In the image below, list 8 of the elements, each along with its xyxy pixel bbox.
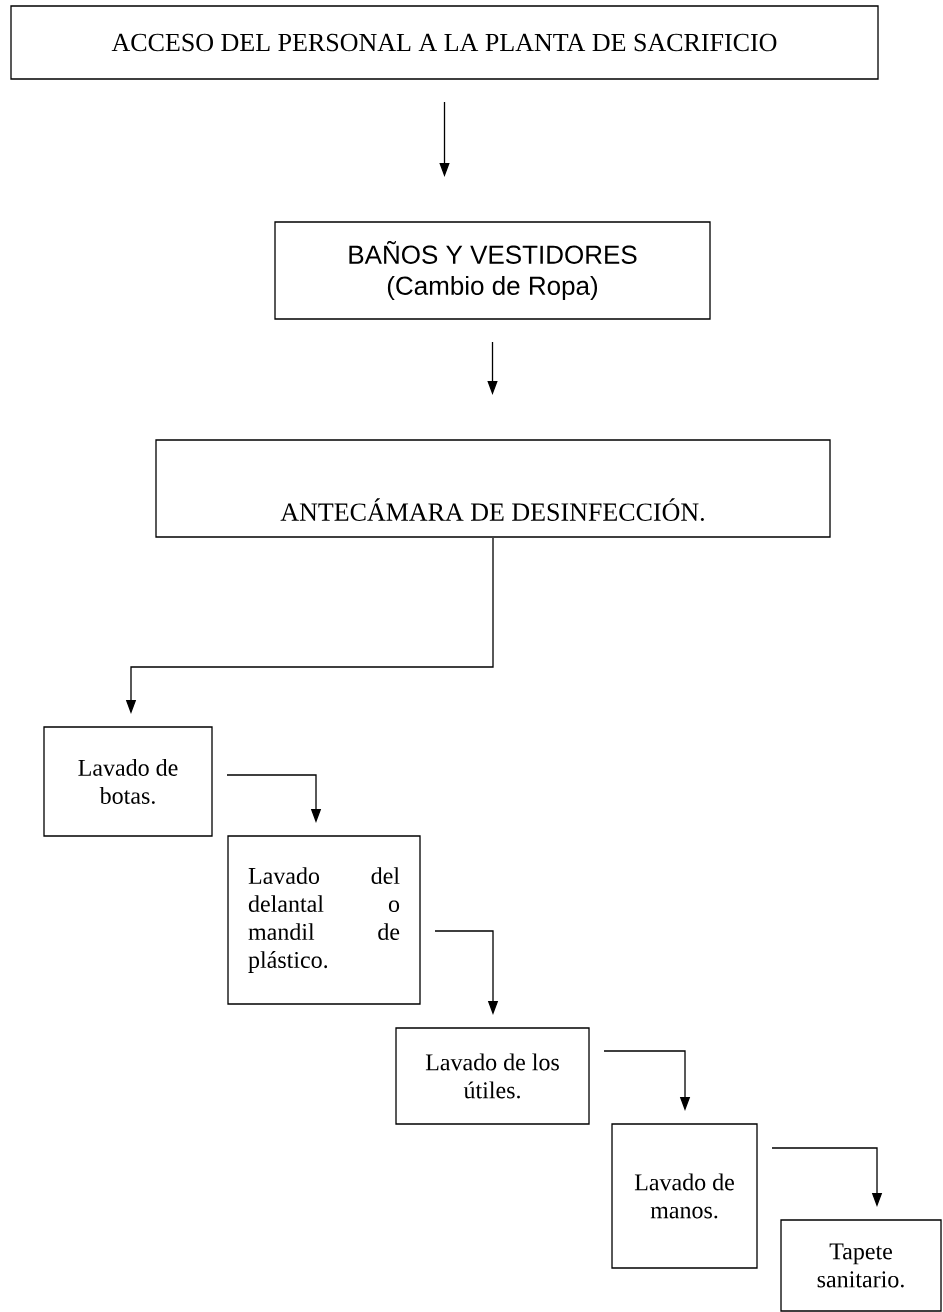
process-box: ANTECÁMARA DE DESINFECCIÓN. [155, 439, 831, 538]
process-box: Lavado de manos. [611, 1123, 758, 1269]
process-box: BAÑOS Y VESTIDORES (Cambio de Ropa) [274, 221, 711, 320]
process-box: Lavado de los útiles. [395, 1027, 590, 1125]
process-box: Lavado del delantal o mandil de plástico. [227, 835, 421, 1005]
process-box: ACCESO DEL PERSONAL A LA PLANTA DE SACRIFICIO [10, 5, 879, 80]
process-box: Tapete sanitario. [780, 1219, 942, 1312]
process-box: Lavado de botas. [43, 726, 213, 837]
